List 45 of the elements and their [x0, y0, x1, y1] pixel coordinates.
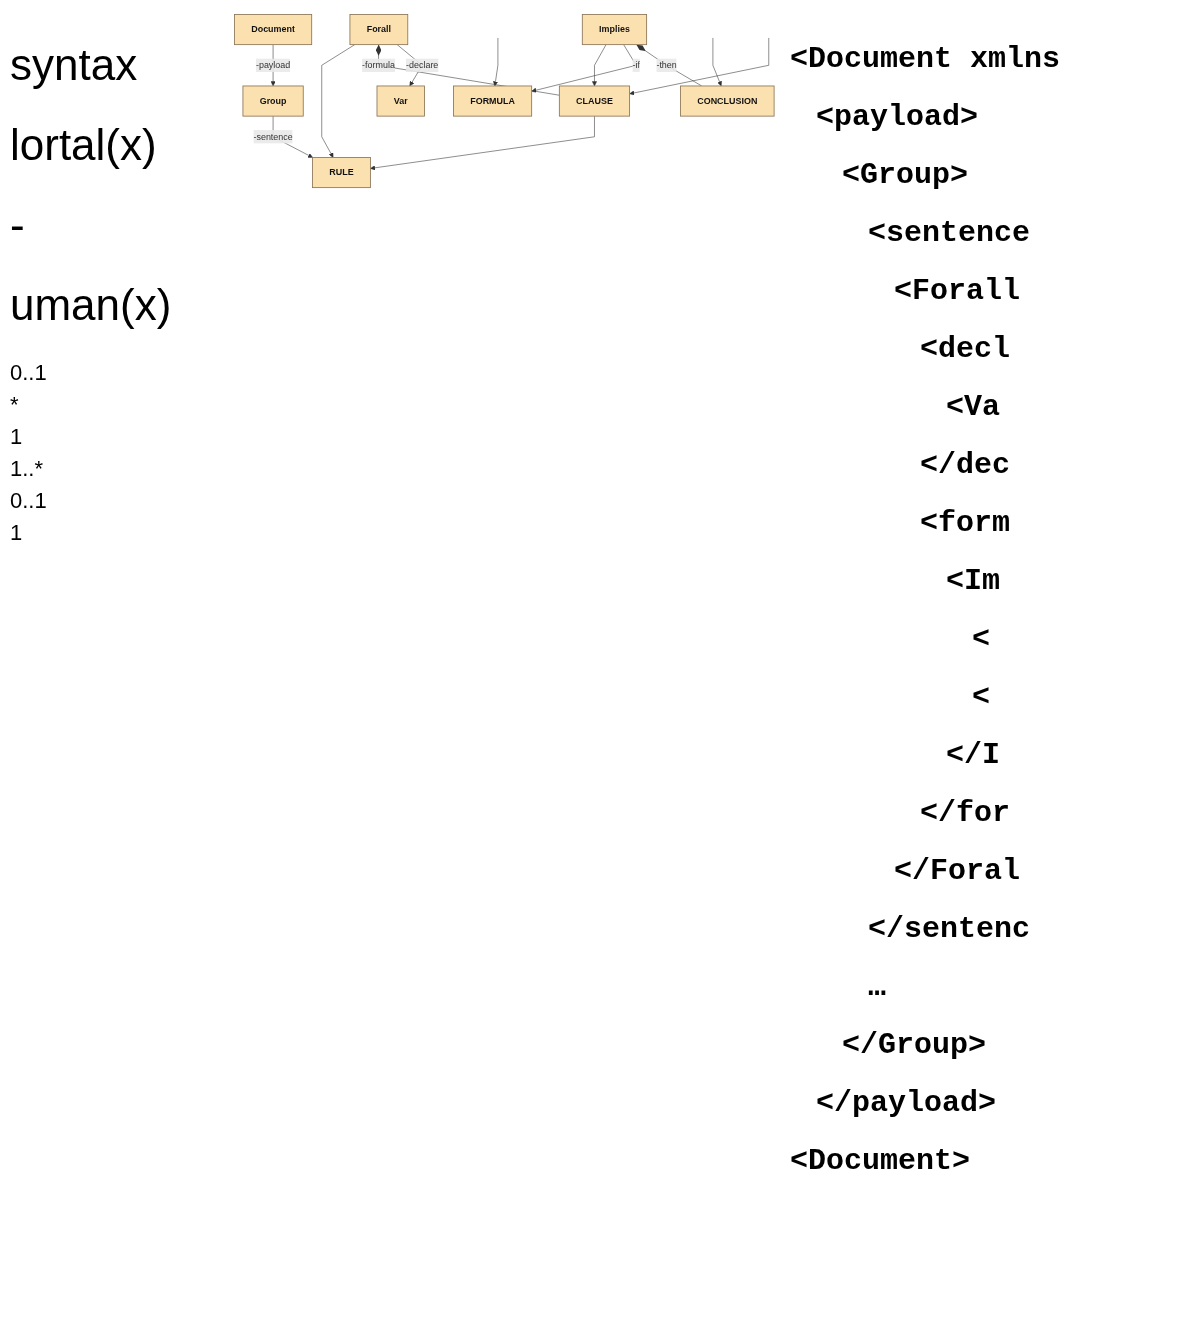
- multiplicity-label: 1: [10, 424, 24, 450]
- node-box: Var: [376, 85, 425, 117]
- xml-code-line: <: [971, 679, 991, 716]
- node-box: FORMULA: [453, 85, 533, 117]
- xml-code-line: <: [971, 621, 991, 658]
- xml-code-line: <sentence: [867, 215, 1032, 252]
- slide-text: lortal(x): [10, 120, 158, 170]
- xml-code-line: </I: [945, 737, 1001, 774]
- xml-code-line: …: [867, 969, 887, 1006]
- xml-code-line: </Foral: [893, 853, 1022, 890]
- node-box: CLAUSE: [558, 85, 631, 117]
- xml-code-line: <Document xmlns: [790, 41, 1062, 78]
- edge-label: -sentence: [253, 131, 293, 142]
- edge-label: -then: [656, 60, 677, 70]
- edge-label: -declare: [406, 60, 439, 70]
- multiplicity-label: 0..1: [10, 360, 48, 386]
- node-box: RULE: [312, 157, 371, 189]
- xml-code-line: <Forall: [893, 273, 1022, 310]
- xml-code-line: </payload>: [815, 1085, 998, 1122]
- xml-code-line: <Va: [945, 389, 1001, 426]
- multiplicity-label: 1..*: [10, 456, 45, 482]
- multiplicity-label: 0..1: [10, 488, 48, 514]
- xml-code-line: </dec: [919, 447, 1011, 484]
- node-box: Implies: [581, 14, 648, 46]
- xml-code-line: </sentenc: [867, 911, 1032, 948]
- xml-code-line: <payload>: [815, 99, 980, 136]
- node-box: Forall: [349, 14, 409, 46]
- slide-text: syntax: [10, 40, 139, 90]
- slide-text: uman(x): [10, 280, 173, 330]
- multiplicity-label: *: [10, 392, 20, 418]
- xml-code-line: <Im: [945, 563, 1001, 600]
- xml-code-line: <decl: [919, 331, 1011, 368]
- node-box: Group: [242, 85, 304, 117]
- multiplicity-label: 1: [10, 520, 24, 546]
- node-box: Document: [234, 14, 313, 46]
- xml-code-line: <Group>: [841, 157, 970, 194]
- xml-code-line: </Group>: [841, 1027, 988, 1064]
- edge-label: -payload: [255, 60, 291, 70]
- xml-code-line: <form: [919, 505, 1011, 542]
- xml-code-line: <Document>: [790, 1143, 972, 1180]
- edge-label: -if: [632, 60, 640, 70]
- edge-label: -formula: [362, 60, 395, 70]
- xml-code-line: </for: [919, 795, 1011, 832]
- node-box: CONCLUSION: [680, 85, 775, 117]
- slide-text: -: [10, 200, 26, 250]
